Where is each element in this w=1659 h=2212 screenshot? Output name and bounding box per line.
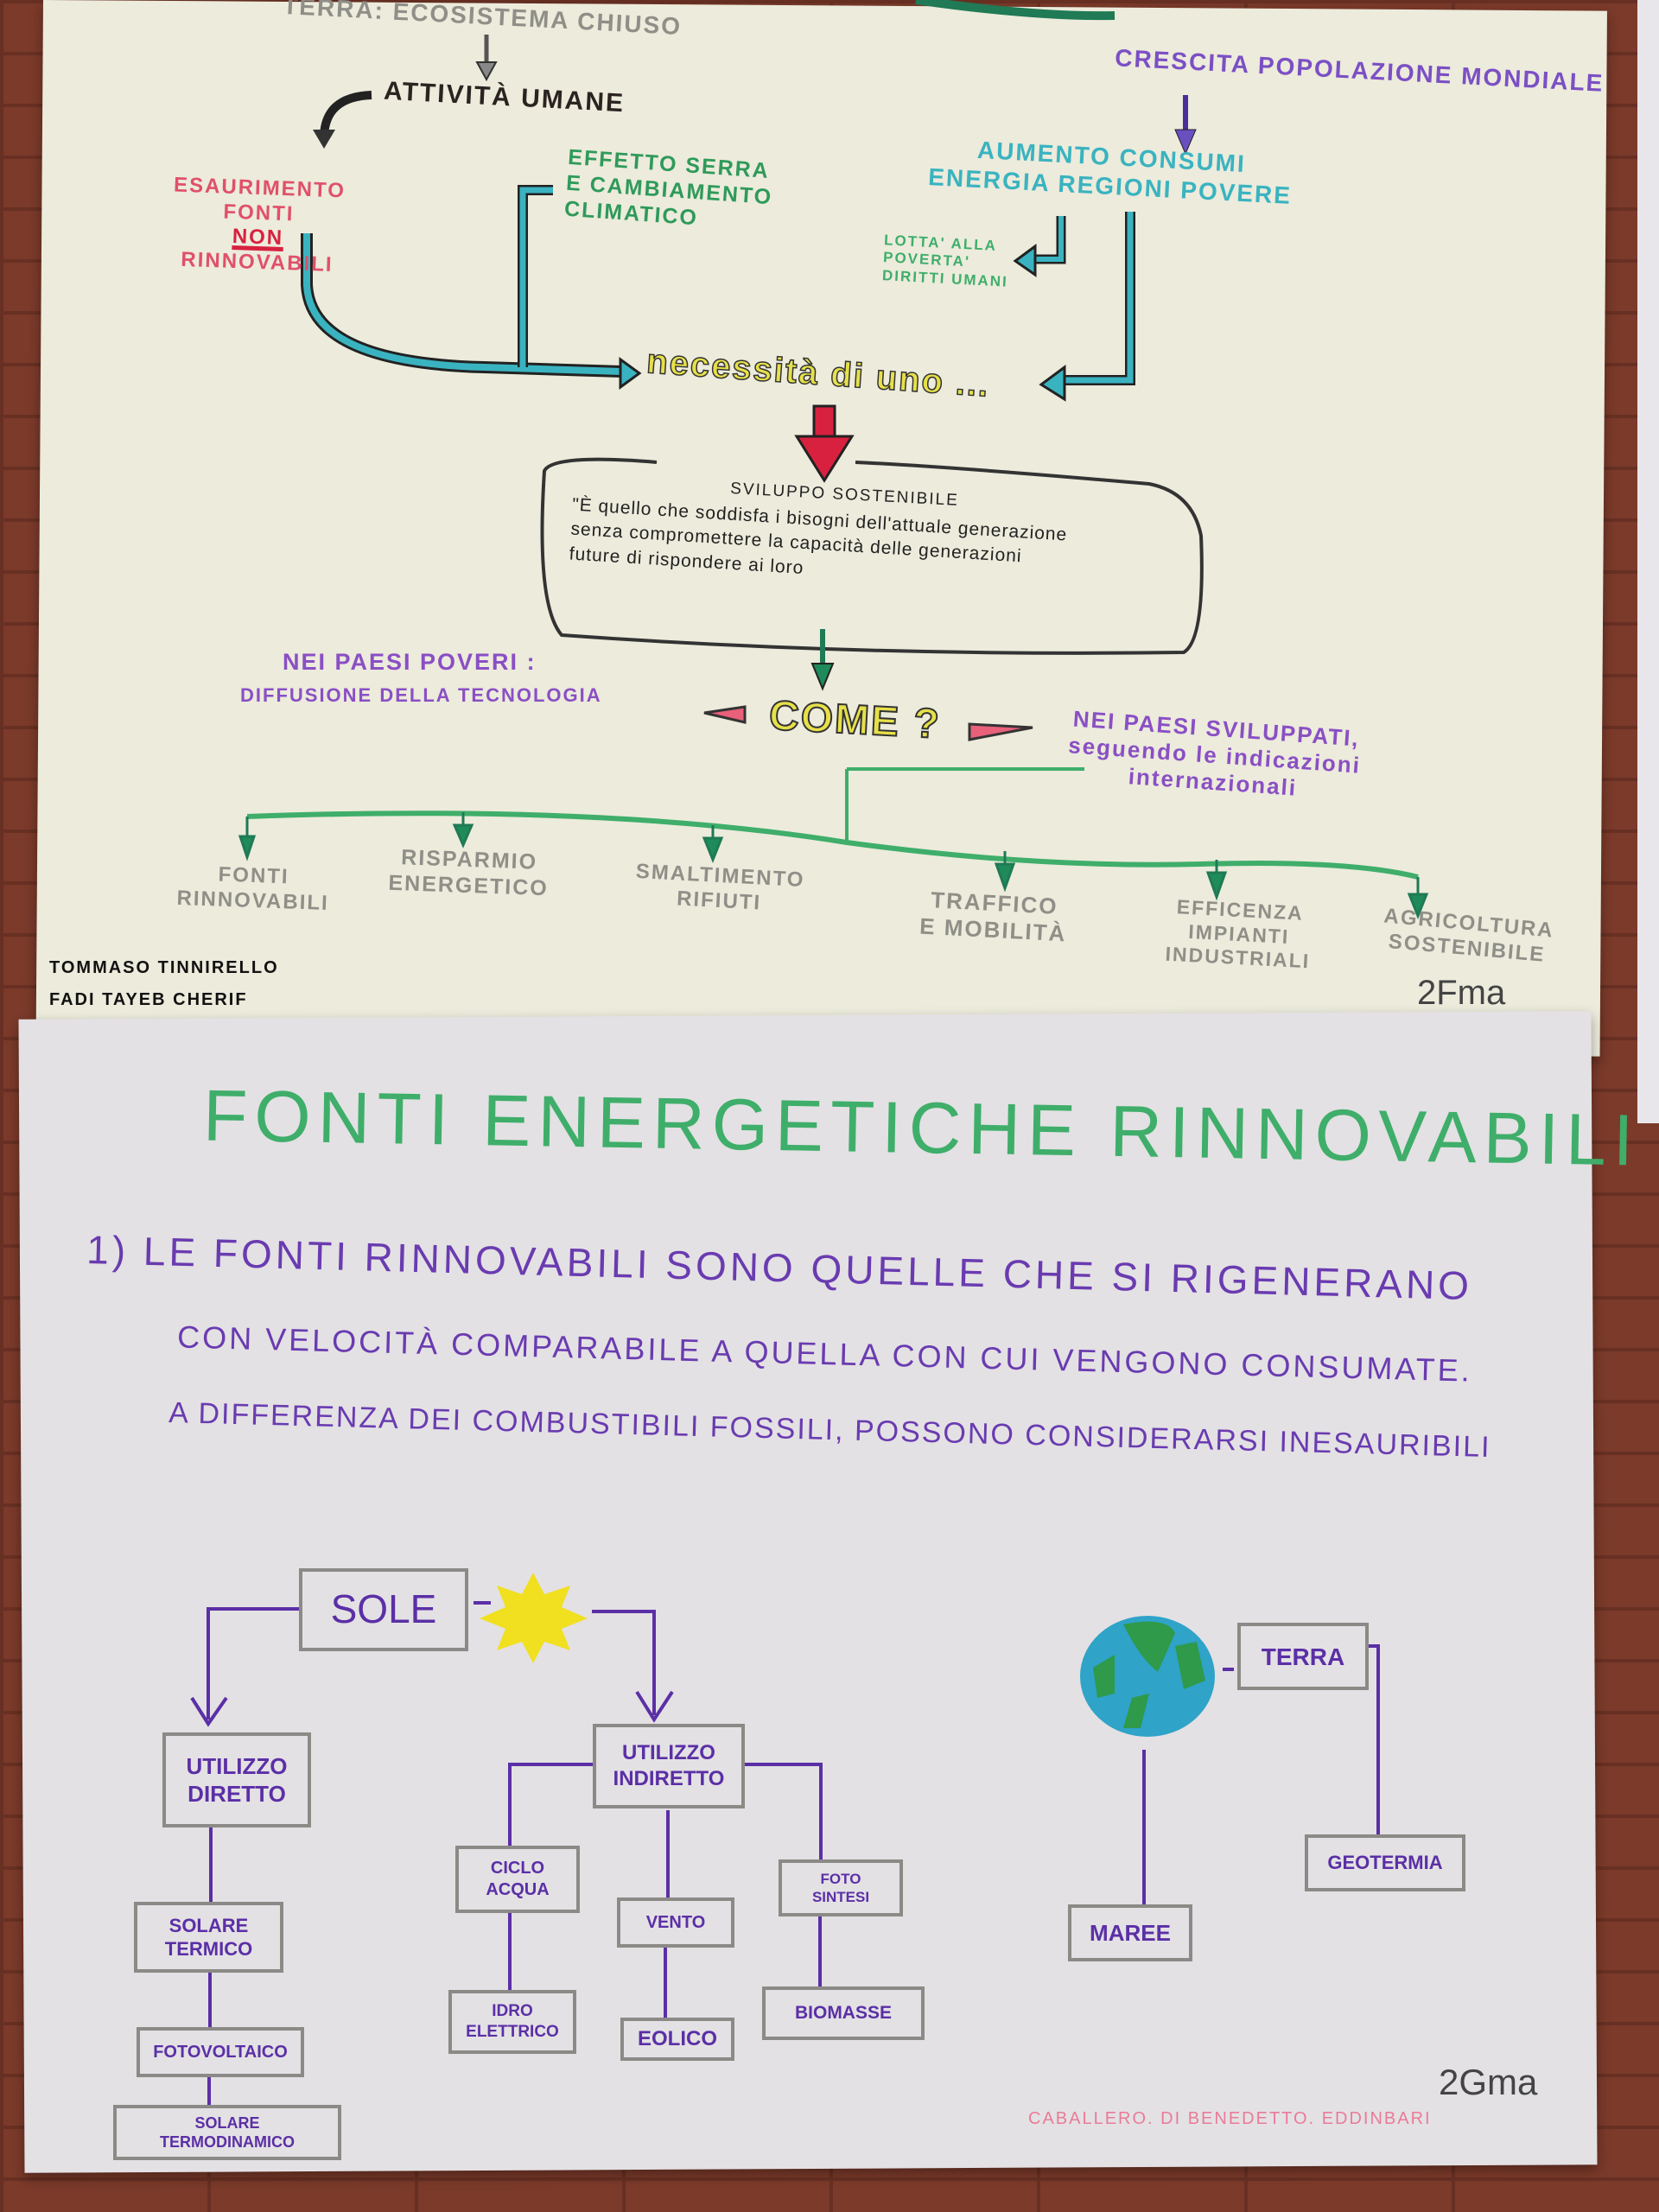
photosynthesis-node: FOTO SINTESI [779, 1859, 903, 1916]
sun-node: SOLE [299, 1568, 468, 1651]
eolic-node: EOLICO [620, 2018, 734, 2061]
tides-node: MAREE [1068, 1904, 1192, 1961]
direct-use-node: UTILIZZO DIRETTO [162, 1732, 311, 1827]
indirect-use-node: UTILIZZO INDIRETTO [593, 1724, 745, 1808]
category-traffic: TRAFFICO E MOBILITÀ [918, 887, 1068, 947]
wind-node: VENTO [617, 1897, 734, 1948]
depletion-node: ESAURIMENTO FONTI NON RINNOVABILI [171, 149, 347, 279]
depletion-non: NON [232, 225, 284, 251]
category-renewables: FONTI RINNOVABILI [176, 862, 330, 915]
photovoltaic-node: FOTOVOLTAICO [137, 2027, 304, 2077]
how-node: COME ? [767, 692, 943, 748]
poverty-node: LOTTA' ALLA POVERTA' DIRITTI UMANI [881, 232, 1009, 290]
author-1: TOMMASO TINNIRELLO [49, 958, 279, 977]
water-cycle-node: CICLO ACQUA [455, 1846, 580, 1913]
depletion-text: ESAURIMENTO FONTI [173, 173, 346, 226]
class-label-top: 2Fma [1417, 974, 1506, 1012]
solar-thermal-node: SOLARE TERMICO [134, 1902, 283, 1973]
category-energy-saving: RISPARMIO ENERGETICO [388, 845, 550, 901]
author-2: FADI TAYEB CHERIF [49, 990, 248, 1009]
depletion-end: RINNOVABILI [180, 248, 334, 277]
category-efficiency: EFFICENZA IMPIANTI INDUSTRIALI [1165, 895, 1311, 973]
biomass-node: BIOMASSE [762, 1986, 925, 2040]
authors-bottom: CABALLERO. DI BENEDETTO. EDDINBARI [1028, 2109, 1432, 2128]
hydroelectric-node: IDRO ELETTRICO [448, 1990, 576, 2054]
side-poster-edge [1637, 0, 1659, 1123]
category-waste: SMALTIMENTO RIFIUTI [635, 859, 806, 915]
thermodynamic-node: SOLARE TERMODINAMICO [113, 2105, 341, 2160]
class-label-bottom: 2Gma [1439, 2062, 1538, 2102]
greenhouse-node: EFFETTO SERRA E CAMBIAMENTO CLIMATICO [563, 144, 774, 231]
top-diagram-connectors [238, 0, 1429, 920]
poor-countries: NEI PAESI POVERI : [283, 649, 537, 675]
poor-countries-detail: DIFFUSIONE della TECNOLOGIA [240, 684, 602, 706]
geothermal-node: GEOTERMIA [1305, 1834, 1465, 1891]
earth-node: TERRA [1237, 1623, 1369, 1690]
